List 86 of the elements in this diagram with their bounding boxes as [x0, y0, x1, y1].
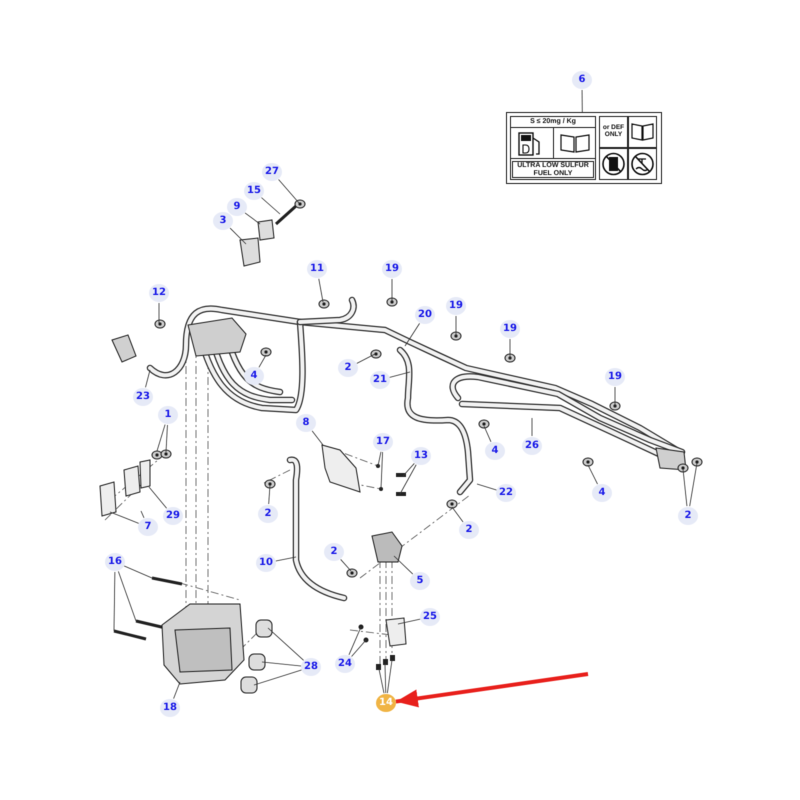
callout-number: 13	[411, 447, 431, 465]
leader-line	[312, 430, 324, 446]
leader-line	[230, 228, 246, 244]
leader-line	[318, 278, 324, 302]
leader-line	[114, 572, 116, 632]
callout-number: 19	[605, 368, 625, 386]
leader-line	[380, 452, 383, 490]
pointer-arrow	[396, 672, 588, 708]
callout-number: 2	[258, 505, 278, 523]
callout-number: 16	[105, 553, 125, 571]
callout-number: 10	[256, 554, 276, 572]
callout-number: 21	[370, 371, 390, 389]
callout-number: 20	[415, 306, 435, 324]
leader-line	[268, 484, 270, 504]
leader-line	[268, 628, 304, 661]
callout-number: 1	[158, 406, 178, 424]
callout-number: 22	[496, 484, 516, 502]
callout-number: 6	[572, 71, 592, 89]
callout-number: 27	[262, 163, 282, 181]
leader-line	[682, 468, 688, 506]
leader-line	[582, 90, 583, 112]
fuel-decal	[506, 112, 662, 184]
callout-number: 19	[446, 297, 466, 315]
leader-line	[398, 618, 421, 624]
callout-number: 12	[149, 284, 169, 302]
leader-line	[244, 212, 260, 224]
leader-line	[484, 426, 492, 442]
leader-line	[389, 372, 410, 378]
callout-number: 2	[324, 543, 344, 561]
leader-line	[378, 451, 382, 466]
callout-number: 5	[410, 572, 430, 590]
leader-line	[404, 323, 420, 346]
leader-line	[156, 424, 166, 452]
leader-line	[258, 354, 266, 368]
leader-line	[614, 386, 616, 408]
leader-line	[278, 179, 300, 204]
leader-line	[158, 302, 160, 324]
callout-number: 19	[382, 260, 402, 278]
callout-number: 3	[213, 212, 233, 230]
leader-line	[348, 626, 362, 656]
callout-number: 14	[376, 694, 396, 712]
leader-line	[378, 668, 384, 694]
callout-number: 28	[301, 658, 321, 676]
leader-line	[148, 486, 168, 509]
callout-number: 24	[335, 655, 355, 673]
callout-number: 9	[227, 198, 247, 216]
leader-line	[110, 512, 140, 524]
leader-line	[588, 464, 598, 484]
callout-number: 4	[485, 442, 505, 460]
callout-number: 2	[459, 521, 479, 539]
callout-number: 17	[373, 433, 393, 451]
callout-number: 7	[138, 518, 158, 536]
callout-number: 8	[296, 414, 316, 432]
leader-line	[400, 464, 417, 494]
leader-line	[384, 664, 386, 694]
callout-number: 18	[160, 699, 180, 717]
leader-line	[452, 506, 464, 522]
leader-line	[275, 556, 296, 562]
leader-line	[261, 197, 280, 214]
callout-number: 23	[133, 388, 153, 406]
callout-number: 2	[678, 507, 698, 525]
leader-line	[254, 670, 302, 686]
callout-number: 19	[500, 320, 520, 338]
callout-number: 25	[420, 608, 440, 626]
leader-line	[124, 566, 152, 578]
callout-number: 29	[163, 507, 183, 525]
leader-line	[173, 682, 180, 700]
leader-line	[145, 370, 150, 388]
leader-line	[394, 556, 414, 574]
leader-line	[118, 571, 136, 622]
leader-line	[386, 660, 392, 694]
leader-line	[356, 354, 376, 364]
leader-line	[476, 484, 497, 490]
callout-number: 2	[338, 359, 358, 377]
callout-number: 26	[522, 437, 542, 455]
callout-number: 11	[307, 260, 327, 278]
callout-number: 4	[244, 367, 264, 385]
leader-line	[262, 662, 302, 666]
leader-line	[402, 463, 415, 476]
leader-line	[351, 640, 366, 657]
leader-line	[340, 559, 352, 572]
leader-line	[689, 462, 698, 507]
callout-number: 4	[592, 484, 612, 502]
leader-line	[140, 510, 144, 518]
leader-line	[166, 424, 168, 452]
callout-number: 15	[244, 182, 264, 200]
